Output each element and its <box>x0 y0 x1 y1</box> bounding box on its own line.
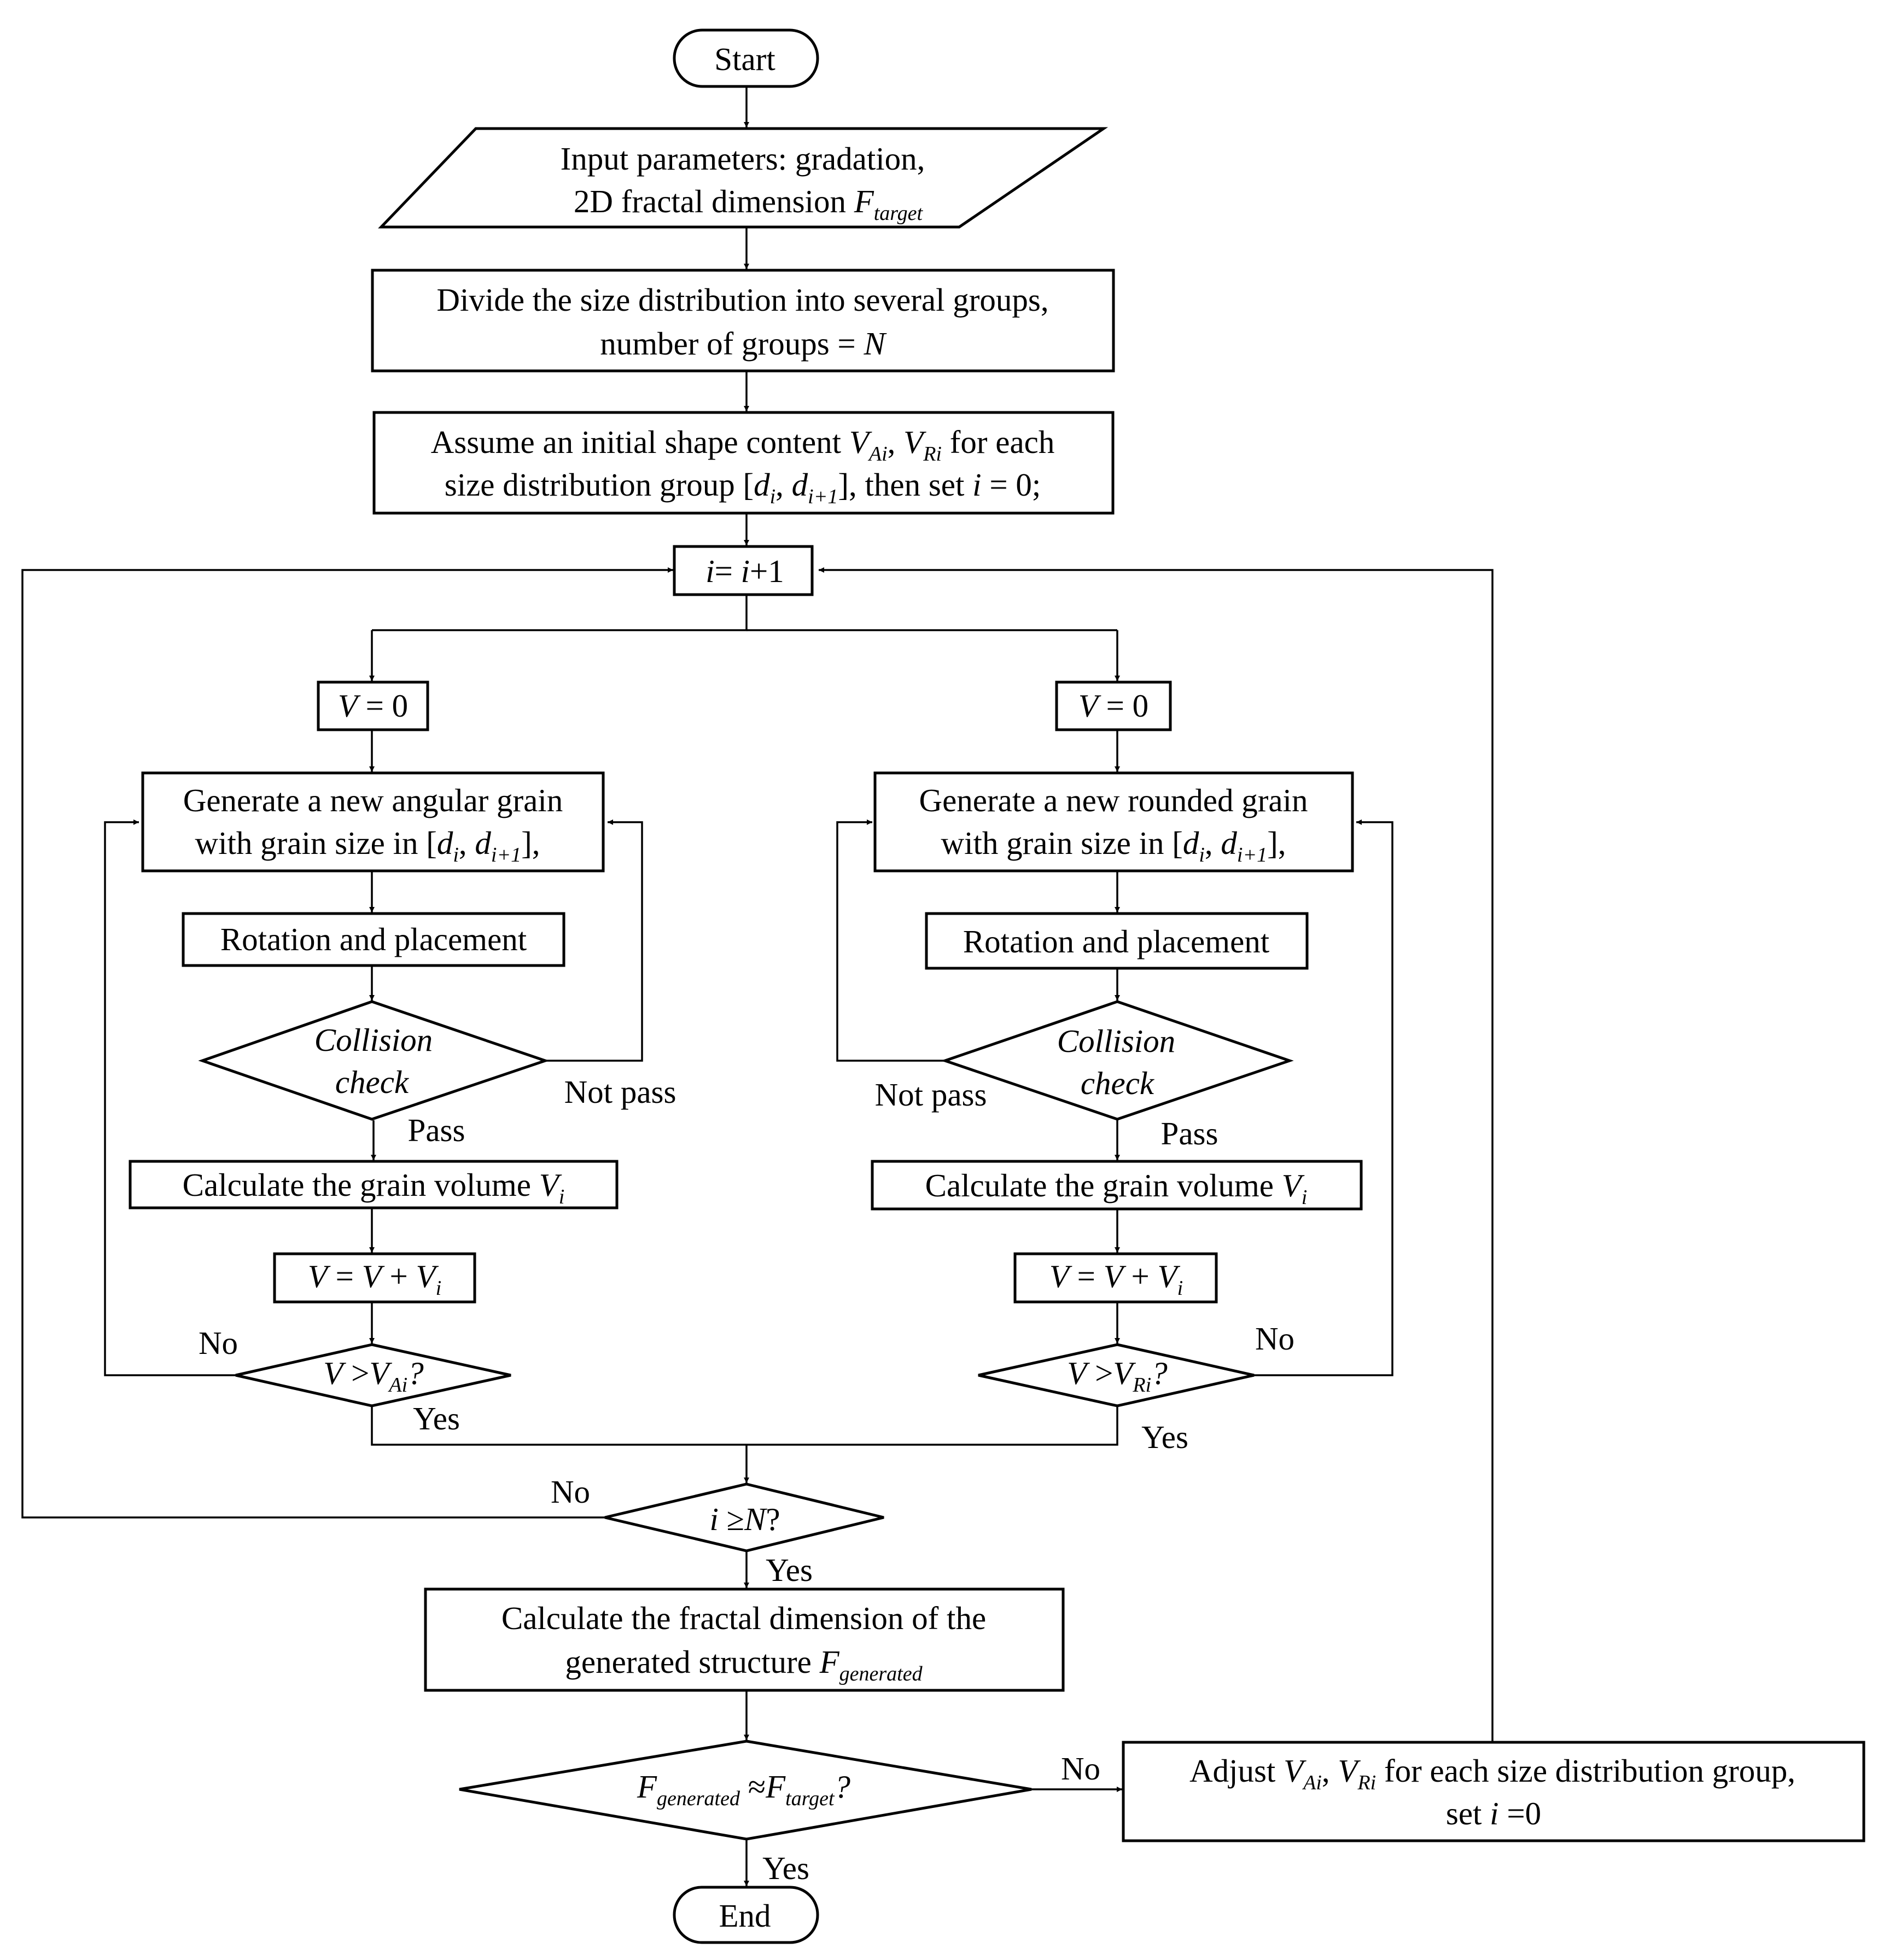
check-n-label: i ≥N? <box>709 1501 780 1537</box>
connectors <box>21 86 1494 1886</box>
left-test-label: V >VAi? <box>323 1355 424 1397</box>
right-rotation-placement: Rotation and placement <box>925 912 1309 970</box>
right-rotate-label: Rotation and placement <box>963 923 1270 959</box>
right-calc-label: Calculate the grain volume Vi <box>925 1167 1308 1209</box>
arrow-left-no-loop <box>104 819 236 1376</box>
left-no-label: No <box>199 1325 238 1361</box>
adjust-line2: set i =0 <box>1446 1795 1541 1831</box>
node-increment-i: i= i+1 <box>673 545 814 596</box>
assume-line1: Assume an initial shape content VAi, VRi… <box>431 424 1055 466</box>
right-yes-label: Yes <box>1141 1419 1188 1455</box>
adjust-line1: Adjust VAi, VRi for each size distributi… <box>1189 1753 1795 1794</box>
right-generate-rounded: Generate a new rounded grain with grain … <box>873 771 1354 873</box>
divide-line2: number of groups = N <box>600 325 887 362</box>
right-generate-line1: Generate a new rounded grain <box>919 782 1308 818</box>
fractal-line2: generated structure Fgenerated <box>565 1644 923 1685</box>
divide-line1: Divide the size distribution into severa… <box>436 282 1048 318</box>
fractal-line1: Calculate the fractal dimension of the <box>501 1600 986 1636</box>
end-label: End <box>719 1898 771 1934</box>
right-collision-line1: Collision <box>1057 1023 1175 1059</box>
check-n-no-label: No <box>551 1474 590 1510</box>
node-adjust-content: Adjust VAi, VRi for each size distributi… <box>1122 1741 1865 1842</box>
arrow-adjust-loop-to-increment <box>819 567 1494 1741</box>
left-generate-line2: with grain size in [di, di+1], <box>195 825 540 866</box>
input-line1: Input parameters: gradation, <box>561 141 925 177</box>
right-acc-label: V = V + Vi <box>1049 1258 1183 1300</box>
left-calc-volume: Calculate the grain volume Vi <box>129 1160 619 1209</box>
node-divide-groups: Divide the size distribution into severa… <box>371 269 1115 373</box>
right-calc-volume: Calculate the grain volume Vi <box>871 1160 1363 1211</box>
left-rotation-placement: Rotation and placement <box>182 912 565 967</box>
right-test-label: V >VRi? <box>1067 1355 1168 1397</box>
left-generate-angular: Generate a new angular grain with grain … <box>141 771 605 873</box>
connector-increment-split <box>372 595 748 631</box>
assume-line2: size distribution group [di, di+1], then… <box>445 467 1041 508</box>
input-line2: 2D fractal dimension Ftarget <box>574 183 924 225</box>
node-end: End <box>673 1886 819 1944</box>
left-not-pass-label: Not pass <box>564 1074 676 1110</box>
left-yes-label: Yes <box>413 1400 460 1436</box>
right-collision-check: Collision check <box>941 1000 1294 1121</box>
node-input-parameters: Input parameters: gradation, 2D fractal … <box>378 127 1109 229</box>
left-test-v-gt-vai: V >VAi? <box>235 1343 511 1408</box>
compare-label: Fgenerated ≈Ftarget? <box>637 1769 851 1810</box>
node-check-i-ge-n: i ≥N? <box>604 1482 884 1552</box>
right-accumulate-v: V = V + Vi <box>1013 1252 1218 1304</box>
left-pass-label: Pass <box>408 1112 465 1148</box>
arrow-check-n-no-loop <box>21 567 673 1519</box>
arrow-right-not-pass-loop <box>836 819 945 1062</box>
left-rotate-label: Rotation and placement <box>220 921 527 957</box>
left-collision-line1: Collision <box>314 1022 433 1058</box>
right-init-label: V = 0 <box>1078 688 1148 724</box>
right-generate-line2: with grain size in [di, di+1], <box>941 825 1286 866</box>
right-pass-label: Pass <box>1161 1115 1218 1151</box>
node-start: Start <box>673 28 819 88</box>
node-compare-fractal: Fgenerated ≈Ftarget? <box>459 1740 1032 1841</box>
check-n-yes-label: Yes <box>766 1552 813 1588</box>
left-init-label: V = 0 <box>338 688 408 724</box>
increment-label: i= i+1 <box>705 553 784 589</box>
compare-yes-label: Yes <box>762 1850 809 1886</box>
left-collision-check: Collision check <box>198 1000 550 1121</box>
left-generate-line1: Generate a new angular grain <box>183 782 563 818</box>
connector-right-yes <box>746 1407 1118 1446</box>
right-init-v: V = 0 <box>1055 681 1172 731</box>
node-assume-initial-content: Assume an initial shape content VAi, VRi… <box>372 411 1115 515</box>
compare-no-label: No <box>1061 1750 1100 1787</box>
right-test-v-gt-vri: V >VRi? <box>978 1343 1255 1408</box>
left-collision-line2: check <box>335 1064 410 1100</box>
left-branch: V = 0 Generate a new angular grain with … <box>129 681 676 1436</box>
right-branch: V = 0 Generate a new rounded grain with … <box>871 681 1363 1455</box>
right-collision-line2: check <box>1081 1065 1155 1101</box>
left-acc-label: V = V + Vi <box>308 1258 441 1300</box>
connector-left-yes <box>371 1407 746 1446</box>
right-not-pass-label: Not pass <box>875 1077 987 1113</box>
right-no-label: No <box>1255 1321 1294 1357</box>
left-accumulate-v: V = V + Vi <box>273 1252 476 1304</box>
arrow-left-not-pass-loop <box>545 819 643 1062</box>
start-label: Start <box>714 41 775 77</box>
left-calc-label: Calculate the grain volume Vi <box>183 1167 565 1208</box>
left-init-v: V = 0 <box>317 681 429 731</box>
node-calc-fractal: Calculate the fractal dimension of the g… <box>424 1587 1065 1692</box>
arrow-right-no-loop <box>1254 819 1393 1376</box>
